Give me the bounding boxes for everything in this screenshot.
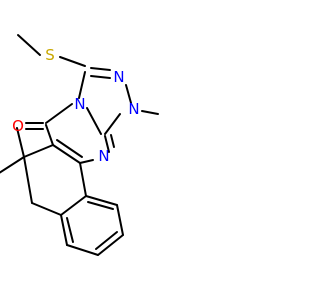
bond-nmid-c — [104, 135, 110, 153]
bond-ntop-nright — [125, 84, 132, 104]
bond-c-ar — [79, 162, 87, 197]
bond-ar-2-double — [87, 201, 114, 210]
atom-o: O — [12, 117, 24, 135]
bond-ar-5 — [66, 244, 99, 256]
bond-quat-ch2 — [23, 156, 33, 204]
atom-n-fused: N — [74, 95, 85, 113]
bond-ar-6 — [60, 214, 68, 246]
bond-s-c — [59, 56, 86, 67]
bond-c-nfused — [86, 107, 102, 135]
bond-nmid-c-double — [110, 134, 115, 148]
atom-n-mid: N — [98, 147, 109, 165]
bond-ar-3 — [116, 204, 124, 236]
bond-c-ntop — [90, 67, 111, 71]
bond-quat-ethyl — [0, 156, 25, 174]
bond-ar-4 — [97, 234, 124, 256]
bond-c-nmid — [79, 159, 94, 164]
bond-ar-6-double — [66, 217, 74, 243]
bond-nfused-c — [78, 71, 86, 99]
bond-c-quat — [23, 144, 54, 158]
bond-ch3-s — [17, 34, 41, 56]
atom-n-right: N — [128, 100, 139, 118]
bond-c-c-double — [56, 139, 83, 158]
bonds — [0, 34, 159, 256]
bond-quat-methyl — [16, 127, 25, 158]
bond-nright-ch3 — [141, 110, 159, 115]
atom-n-top: N — [113, 68, 124, 86]
molecule-structure: S O N N N N — [0, 34, 159, 256]
bond-ar-2 — [85, 195, 118, 206]
bond-c-ntop-double — [90, 75, 111, 79]
bond-cco-c — [45, 124, 54, 146]
atom-s: S — [45, 46, 55, 64]
bond-ch2-ar — [31, 202, 62, 216]
bond-ar-1 — [60, 195, 87, 216]
bond-nright-c — [104, 113, 121, 135]
bond-c-c — [52, 144, 81, 164]
atom-labels: S O N N N N — [12, 46, 140, 165]
bond-ar-4-double — [95, 231, 118, 250]
bond-nfused-cco — [45, 103, 73, 124]
